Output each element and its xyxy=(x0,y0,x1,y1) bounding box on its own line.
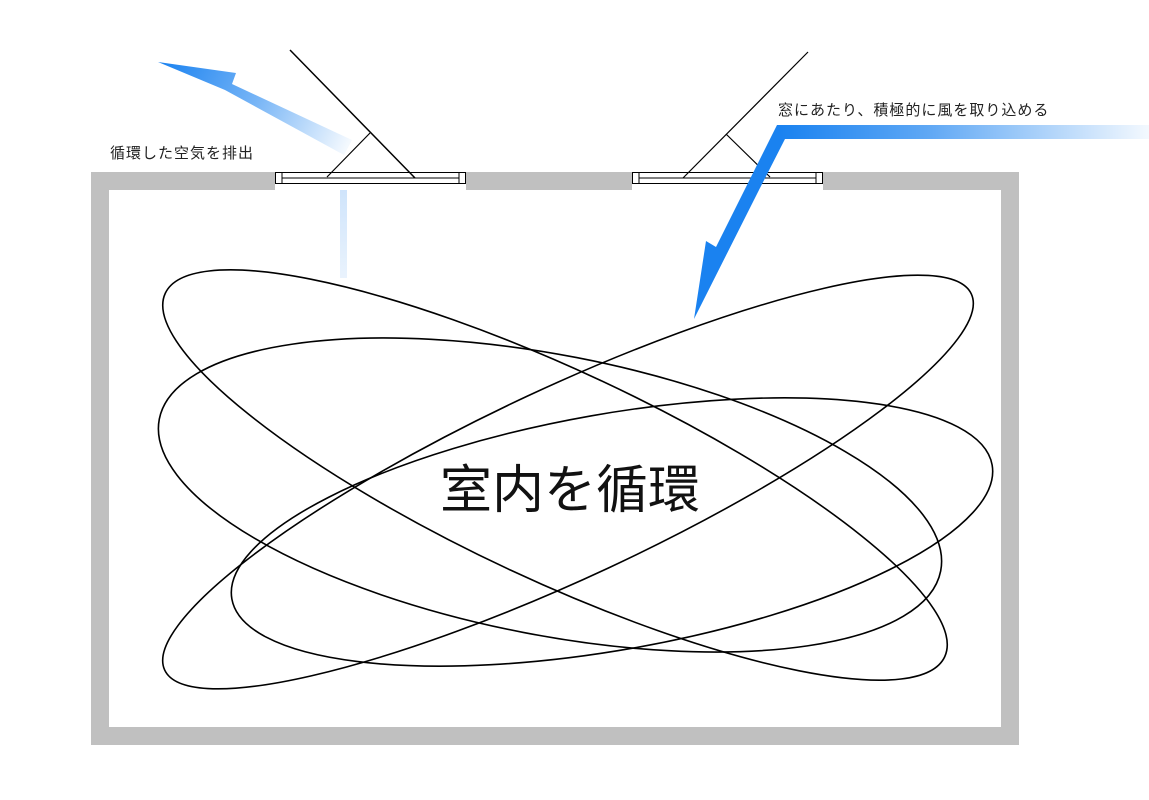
circulation-loop xyxy=(157,337,943,653)
exhaust-label: 循環した空気を排出 xyxy=(110,144,255,162)
circulation-loop xyxy=(161,269,949,681)
circulation-loops xyxy=(157,269,994,690)
left-window xyxy=(275,49,466,190)
exhaust-arrow xyxy=(158,62,352,155)
circulation-loop xyxy=(161,274,975,690)
intake-label: 窓にあたり、積極的に風を取り込める xyxy=(778,101,1050,119)
center-label: 室内を循環 xyxy=(440,461,701,521)
exhaust-flow-trace xyxy=(340,190,347,278)
circulation-loop xyxy=(230,397,994,667)
right-window xyxy=(632,51,823,190)
intake-arrow xyxy=(694,125,1149,319)
